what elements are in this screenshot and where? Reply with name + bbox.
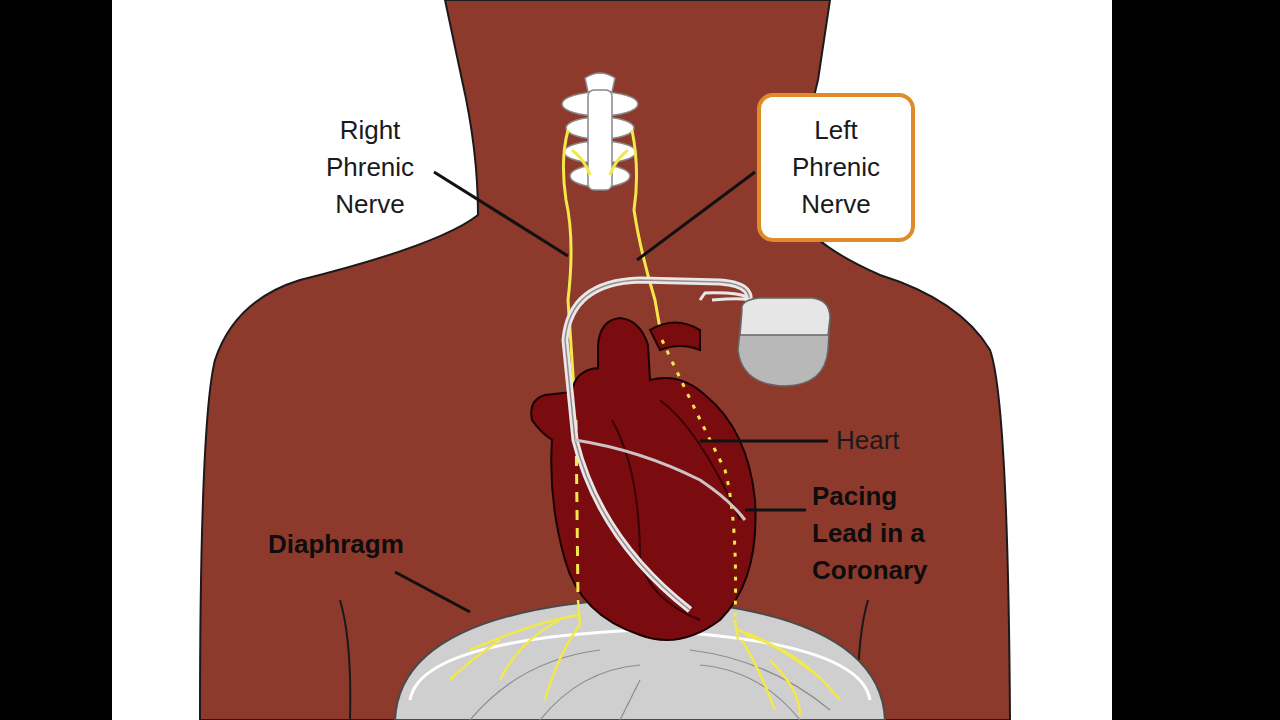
pacemaker-body	[738, 298, 830, 386]
pacing-lead	[565, 280, 754, 610]
leader-line	[434, 172, 568, 256]
vertebra-part	[588, 90, 612, 190]
part-label: Diaphragm	[268, 526, 428, 563]
vertebra	[562, 73, 638, 190]
aortic-arch	[650, 323, 700, 351]
leader-line	[395, 572, 470, 612]
part-label: Heart	[836, 422, 956, 459]
callout-box: Left Phrenic Nerve	[757, 93, 915, 242]
phrenic-nerves-lower	[450, 340, 840, 715]
vertebra-part	[585, 73, 615, 92]
side-bar	[1112, 0, 1280, 720]
nerve-roots	[572, 150, 628, 175]
torso-silhouette	[200, 0, 1010, 720]
pacemaker-header	[740, 298, 830, 335]
left-phrenic-nerve-line	[632, 130, 662, 340]
lead-coronary-branch	[575, 440, 745, 520]
pacemaker	[738, 298, 830, 386]
leader-line	[700, 440, 828, 443]
part-label: Pacing Lead in a Coronary	[812, 478, 957, 589]
leader-line	[637, 172, 755, 260]
side-bar	[0, 0, 112, 720]
left-nerve-branches	[735, 620, 840, 715]
leader-line	[745, 509, 806, 512]
lead-wire-core	[565, 280, 749, 610]
lead-wire	[565, 280, 749, 610]
node-text: Left Phrenic Nerve	[771, 112, 901, 223]
arm-line	[340, 600, 350, 720]
part-label: Right Phrenic Nerve	[310, 112, 430, 223]
right-nerve-branches	[450, 600, 580, 700]
